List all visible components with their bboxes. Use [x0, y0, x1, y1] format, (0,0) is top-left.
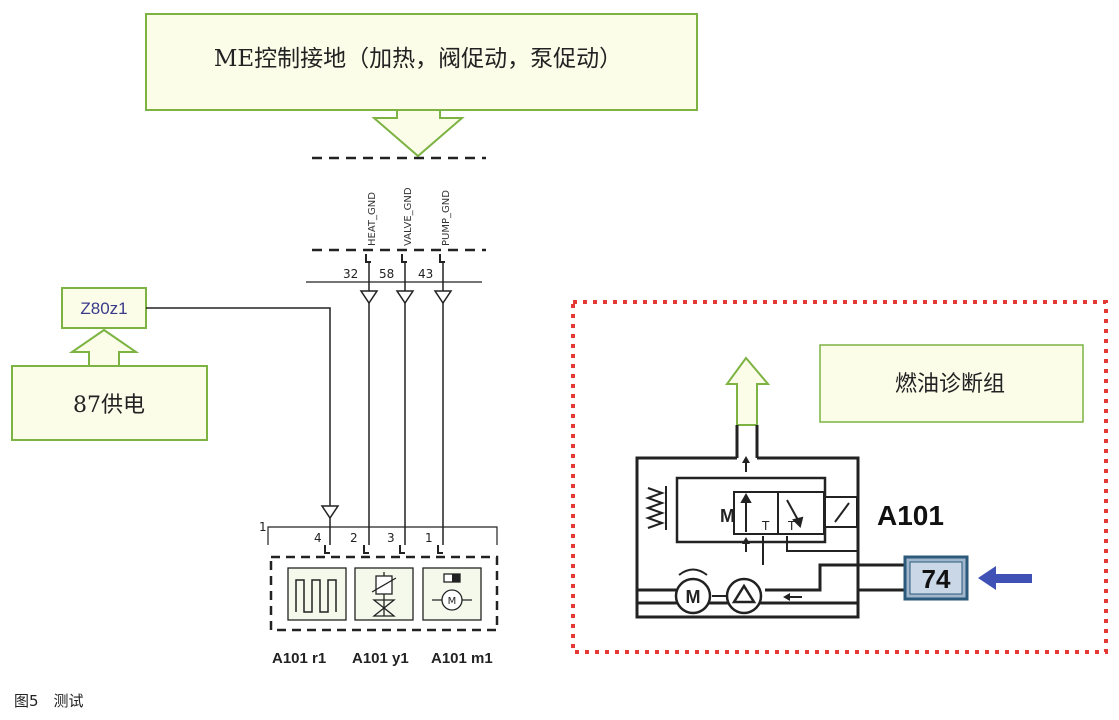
outlet-arrow-icon [725, 356, 771, 426]
z80-connector-box: Z80z1 [61, 287, 147, 329]
signal-valve-gnd: VALVE_GND [403, 187, 414, 246]
connector-74-label: 74 [922, 564, 951, 594]
svg-text:M: M [686, 587, 701, 607]
motor-icon: M [422, 567, 482, 621]
up-arrow-icon [68, 328, 140, 367]
supply-87-box: 87供电 [11, 365, 208, 441]
label-a101-m1: A101 m1 [431, 650, 493, 667]
me-ground-box: ME控制接地（加热，阀促动，泵促动） [145, 13, 698, 111]
comp-pin-3: 3 [387, 531, 395, 545]
signal-pump-gnd: PUMP_GND [441, 190, 452, 246]
signal-heat-gnd: HEAT_GND [367, 192, 378, 246]
blue-arrow-icon [978, 566, 1032, 590]
module-a101-label: A101 [877, 500, 944, 531]
z80-connector-label: Z80z1 [80, 299, 127, 318]
fuel-diagnostic-panel: 燃油诊断组 M [571, 300, 1108, 654]
comp-pin-4: 4 [314, 531, 322, 545]
pin-43: 43 [418, 267, 433, 281]
valve-icon [354, 567, 414, 621]
component-ref: 1 [259, 520, 267, 534]
svg-text:T: T [761, 519, 770, 533]
fuel-group-label: 燃油诊断组 [895, 372, 1005, 397]
comp-pin-1: 1 [425, 531, 433, 545]
label-a101-r1: A101 r1 [272, 650, 326, 667]
figure-caption: 图5 测试 [14, 692, 84, 710]
pin-32: 32 [343, 267, 358, 281]
heater-icon [287, 567, 347, 621]
fuel-pump-icon [712, 577, 763, 615]
comp-pin-2: 2 [350, 531, 358, 545]
spring-icon [645, 486, 667, 530]
svg-text:M: M [720, 506, 735, 526]
me-ground-label: ME控制接地（加热，阀促动，泵促动） [214, 46, 622, 72]
svg-text:T: T [787, 519, 796, 533]
down-arrow-icon [371, 109, 465, 158]
component-block: 1 4 2 3 1 [259, 520, 499, 667]
fuel-motor-icon: M [674, 568, 712, 615]
connector-74: 74 [903, 555, 969, 601]
pin-58: 58 [379, 267, 394, 281]
svg-text:M: M [448, 596, 457, 607]
signal-labels: HEAT_GND VALVE_GND PUMP_GND [367, 187, 452, 246]
supply-87-label: 87供电 [73, 393, 145, 418]
label-a101-y1: A101 y1 [352, 650, 409, 667]
